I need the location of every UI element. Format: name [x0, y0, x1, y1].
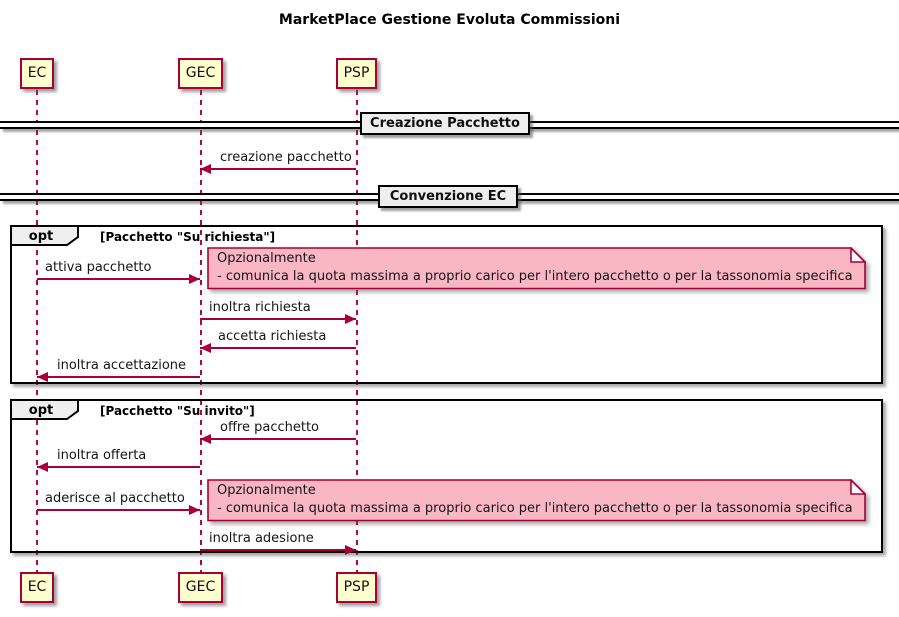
message-line: [200, 549, 356, 551]
note-line2: - comunica la quota massima a proprio ca…: [217, 501, 853, 516]
message-label: aderisce al pacchetto: [45, 491, 185, 506]
opt-condition: [Pacchetto "Su richiesta"]: [100, 230, 276, 244]
message-inoltra-adesione: inoltra adesione: [200, 530, 356, 555]
arrowhead-right-icon: [189, 505, 200, 515]
arrowhead-left-icon: [37, 462, 48, 472]
diagram-title: MarketPlace Gestione Evoluta Commissioni: [278, 12, 621, 28]
message-label: inoltra accettazione: [57, 358, 187, 373]
message-label: accetta richiesta: [218, 329, 327, 344]
message-label: inoltra richiesta: [209, 300, 311, 315]
message-label: creazione pacchetto: [220, 150, 352, 165]
message-line: [200, 318, 356, 320]
arrowhead-left-icon: [37, 372, 48, 382]
message-inoltra-accettazione: inoltra accettazione: [37, 357, 200, 382]
note-line1: Opzionalmente: [217, 483, 316, 498]
lifeline-ec: [36, 90, 38, 572]
message-accetta-richiesta: accetta richiesta: [200, 328, 356, 353]
message-creazione-pacchetto: creazione pacchetto: [200, 149, 356, 174]
participant-psp-top: PSP: [336, 58, 377, 89]
message-label: offre pacchetto: [220, 420, 319, 435]
note-line1: Opzionalmente: [217, 251, 316, 266]
message-inoltra-offerta: inoltra offerta: [37, 447, 200, 472]
message-line: [37, 376, 200, 378]
message-line: [200, 168, 356, 170]
message-line: [200, 438, 356, 440]
lifeline-gec: [200, 90, 202, 572]
participant-gec-top: GEC: [178, 58, 223, 89]
message-attiva-pacchetto: attiva pacchetto: [37, 259, 200, 284]
message-line: [37, 509, 200, 511]
note-shape: [207, 247, 866, 290]
divider-label-creazione: Creazione Pacchetto: [360, 112, 530, 135]
arrowhead-left-icon: [200, 343, 211, 353]
opt-operator: opt: [28, 403, 54, 418]
arrowhead-right-icon: [345, 545, 356, 555]
message-label: attiva pacchetto: [45, 260, 152, 275]
note-opzionalmente-1: Opzionalmente - comunica la quota massim…: [207, 247, 866, 290]
note-line2: - comunica la quota massima a proprio ca…: [217, 269, 853, 284]
opt-tab-shape: [11, 400, 79, 420]
opt-fragment-su-invito: opt [Pacchetto "Su invito"]: [10, 399, 883, 553]
opt-tab-shape: [11, 226, 79, 246]
opt-condition: [Pacchetto "Su invito"]: [100, 404, 255, 418]
message-offre-pacchetto: offre pacchetto: [200, 419, 356, 444]
message-line: [200, 347, 356, 349]
message-inoltra-richiesta: inoltra richiesta: [200, 299, 356, 324]
message-aderisce-al-pacchetto: aderisce al pacchetto: [37, 490, 200, 515]
arrowhead-right-icon: [345, 314, 356, 324]
note-shape: [207, 479, 866, 522]
message-line: [37, 278, 200, 280]
participant-psp-bottom: PSP: [336, 572, 377, 603]
participant-gec-bottom: GEC: [178, 572, 223, 603]
arrowhead-left-icon: [200, 164, 211, 174]
lifeline-psp: [356, 90, 358, 572]
arrowhead-left-icon: [200, 434, 211, 444]
message-line: [37, 466, 200, 468]
participant-ec-bottom: EC: [20, 572, 54, 603]
arrowhead-right-icon: [189, 274, 200, 284]
message-label: inoltra adesione: [209, 531, 314, 546]
participant-ec-top: EC: [20, 58, 54, 89]
opt-operator: opt: [28, 229, 54, 244]
note-opzionalmente-2: Opzionalmente - comunica la quota massim…: [207, 479, 866, 522]
message-label: inoltra offerta: [57, 448, 147, 463]
divider-label-convenzione: Convenzione EC: [378, 185, 518, 208]
